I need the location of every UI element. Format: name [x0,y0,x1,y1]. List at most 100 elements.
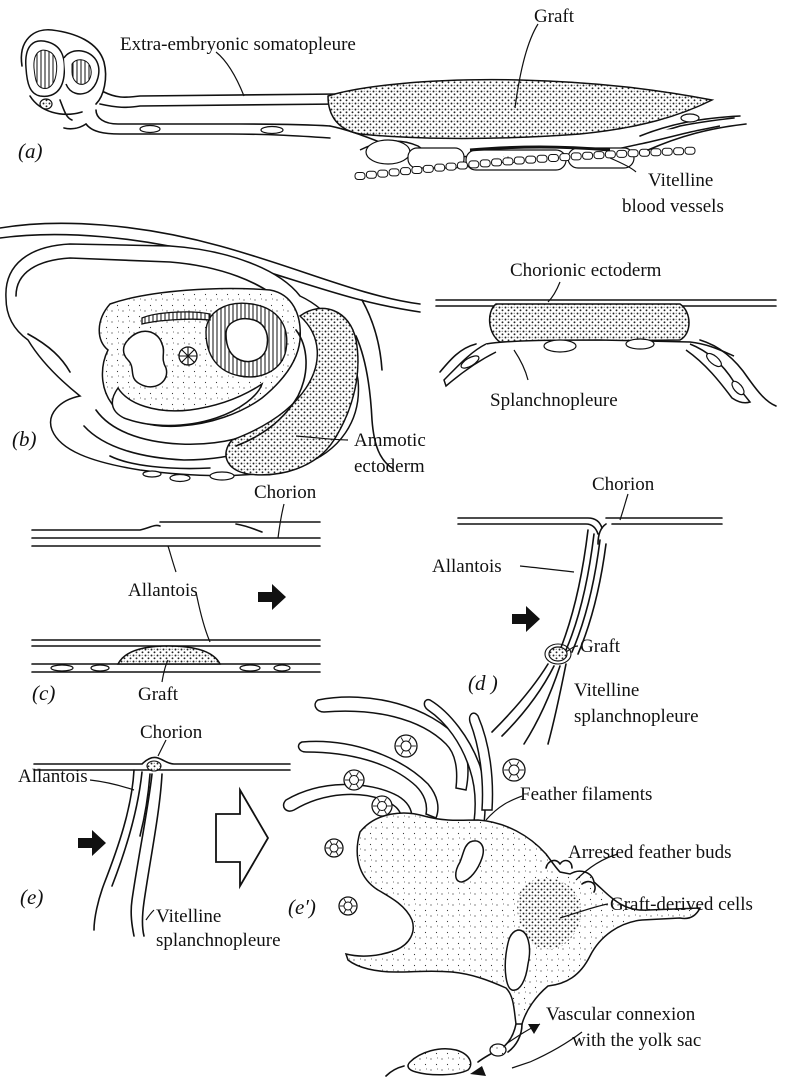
cell-a1 [140,126,160,133]
label-vitelline-d-1: Vitelline [574,680,639,701]
label-vitelline-a-2: blood vessels [622,196,724,217]
panel-b-left: Ammotic ectoderm (b) [0,223,426,481]
cell-b4 [544,340,576,352]
vessel-a1 [366,140,410,164]
allantois-d1 [560,530,588,650]
label-vitelline-a-1: Vitelline [648,170,713,191]
endoderm-cell [560,154,570,161]
feather-filament-3 [284,784,412,818]
panel-d: Chorion Allantois Graft Vitelline splanc… [432,474,722,744]
leader-chorion-c [278,504,284,538]
endoderm-cell [526,156,536,163]
leader-somatopleure-a [216,52,244,96]
chorion-c-kink [236,524,262,532]
endoderm-cell [492,159,502,166]
endoderm-cell [378,170,388,177]
label-chorion-e: Chorion [140,722,203,743]
chorion-e1 [34,757,290,764]
vitelline-d1 [492,664,548,732]
leader-allantois-d [520,566,574,572]
allantois-e1 [94,770,134,930]
panel-b-right: Chorionic ectoderm Splanchnopleure [436,260,776,411]
open-arrow-e [216,790,268,886]
cell-c2 [91,665,109,671]
splanchnopleure-lower-a [86,124,330,138]
endoderm-cell [389,169,399,176]
label-graft-c: Graft [138,684,179,705]
endoderm-cell [412,166,422,173]
endoderm-cell [435,164,445,171]
label-amniotic-2: ectoderm [354,456,425,477]
label-amniotic-1: Ammotic [354,430,426,451]
somite-inner-a [72,60,91,85]
endoderm-cell [617,150,627,157]
graft-a [328,80,712,139]
label-vitelline-d-2: splanchnopleure [574,706,699,727]
body-outline-lower-a [64,124,86,129]
endoderm-cell [503,158,513,165]
endoderm-cell [457,162,467,169]
endoderm-cell [594,152,604,159]
leader-chorionic [548,282,560,302]
yolk-sac-vessel [408,1049,471,1075]
somatopleure-lower-a [100,104,340,107]
feather-filament-2 [299,741,438,818]
label-vitelline-e-2: splanchnopleure [156,930,281,951]
endoderm-cell [423,165,433,172]
label-vascular-2: with the yolk sac [572,1030,701,1051]
leader-splanch [514,350,528,380]
somatopleure-a [104,92,340,97]
panel-a: Graft Extra-embryonic somatopleure Vitel… [18,6,746,217]
endoderm-cell [583,152,593,159]
label-vitelline-e-1: Vitelline [156,906,221,927]
label-chorion-c: Chorion [254,482,317,503]
cell-b1 [210,472,234,480]
leader-vitelline-e [146,910,154,920]
endoderm-cell [355,173,365,180]
leader-allantois-e [90,780,134,790]
chorion-c1 [32,522,320,530]
neural-tube-lumen-a [34,50,57,88]
label-allantois-d: Allantois [432,556,502,577]
arrow-c [258,584,286,610]
label-graft-d: Graft [580,636,621,657]
panel-e-prime: Feather filaments Arrested feather buds … [284,697,753,1076]
endoderm-cell [548,154,558,161]
chorion-d2 [458,524,598,534]
cell-a2 [261,127,283,134]
endoderm-cell [366,171,376,178]
endoderm-cell [628,150,638,157]
panel-label-c: (c) [32,681,55,705]
panel-e: Chorion Allantois Vitelline splanchnople… [18,722,290,951]
cell-c1 [51,665,73,671]
chorion-d1 [458,518,722,528]
arrow-d [512,606,540,632]
endoderm-cell [514,157,524,164]
cell-b5 [626,339,654,349]
neural-tube-b-lumen [226,319,268,362]
label-chorionic-ectoderm: Chorionic ectoderm [510,260,662,281]
label-chorion-d: Chorion [592,474,655,495]
panel-label-e: (e) [20,885,43,909]
chorion-d3 [598,524,722,544]
graft-c [118,646,220,664]
panel-label-b: (b) [12,427,37,451]
membrane-b-right2 [362,300,382,370]
leader-chorion-d [620,494,628,520]
label-graft-cells: Graft-derived cells [610,894,753,915]
endoderm-cell [480,160,490,167]
graft-e [147,761,161,771]
leader-allantois-c2 [196,592,210,642]
allantois-e3 [140,774,150,836]
label-graft-a: Graft [534,6,575,27]
endoderm-cell [469,161,479,168]
endoderm-cell [446,163,456,170]
label-arrested-buds: Arrested feather buds [568,842,732,863]
vessel-node-1 [490,1044,506,1056]
cell-c4 [274,665,290,671]
splanchnopleure-a [96,110,330,126]
cell-c3 [240,665,260,671]
label-somatopleure: Extra-embryonic somatopleure [120,34,356,55]
cell-b3 [143,471,161,477]
